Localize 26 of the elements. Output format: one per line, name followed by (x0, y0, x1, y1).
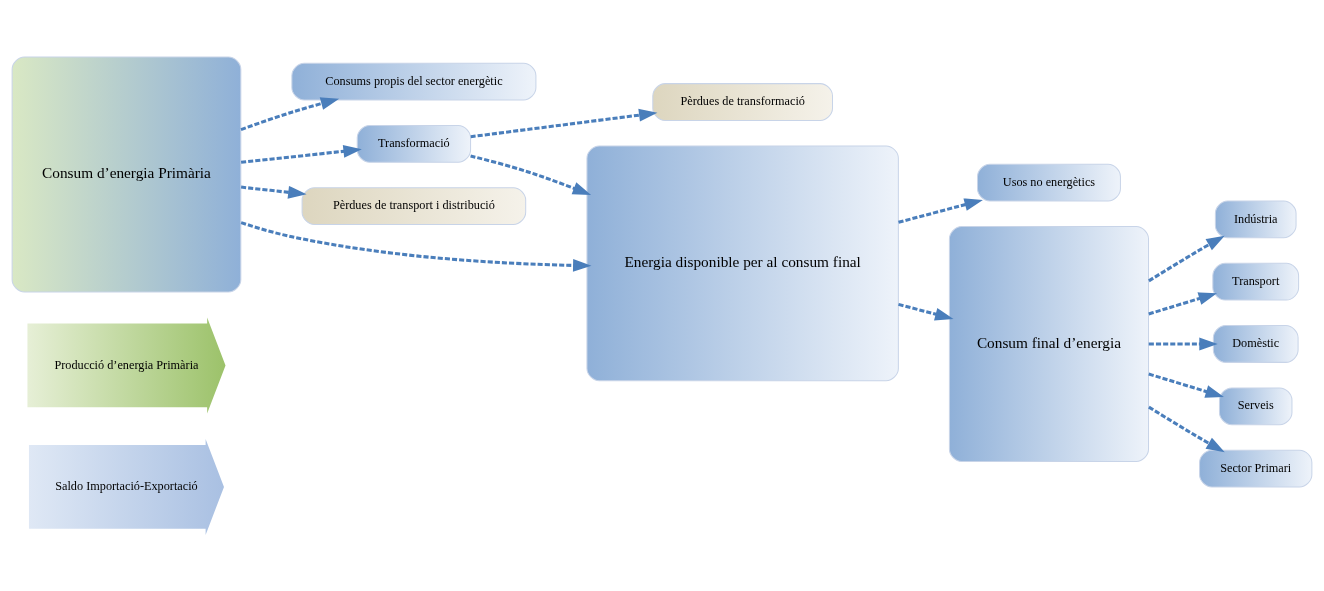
node-box: Indústria (1214, 200, 1297, 238)
node-box: Energia disponible per al consum final (586, 144, 899, 381)
arrow (240, 144, 362, 164)
arrow (240, 96, 340, 131)
node-box: Sector Primari (1199, 449, 1313, 487)
node-box: Consums propis del sector energètic (291, 62, 537, 100)
arrow (1148, 337, 1218, 350)
node-box: Pèrdues de transformació (652, 82, 833, 121)
node-box: Serveis (1218, 386, 1293, 425)
arrow (898, 197, 983, 224)
node-box: Pèrdues de transport i distribució (301, 186, 527, 225)
arrow (1148, 235, 1225, 282)
arrow (240, 220, 592, 272)
node-box: Usos no energètics (977, 163, 1121, 202)
arrow (240, 185, 307, 199)
node-box: Consum d’energia Primària (11, 56, 242, 292)
arrow (898, 302, 954, 320)
arrow (470, 154, 592, 195)
node-box: Transformació (356, 124, 472, 163)
node-box: Consum final d’energia (948, 225, 1149, 462)
arrow (470, 108, 658, 138)
arrow (1148, 405, 1225, 452)
arrow (1148, 372, 1224, 398)
arrow (1148, 291, 1217, 315)
node-box: Transport (1212, 262, 1300, 301)
node-box: Domèstic (1212, 324, 1299, 363)
